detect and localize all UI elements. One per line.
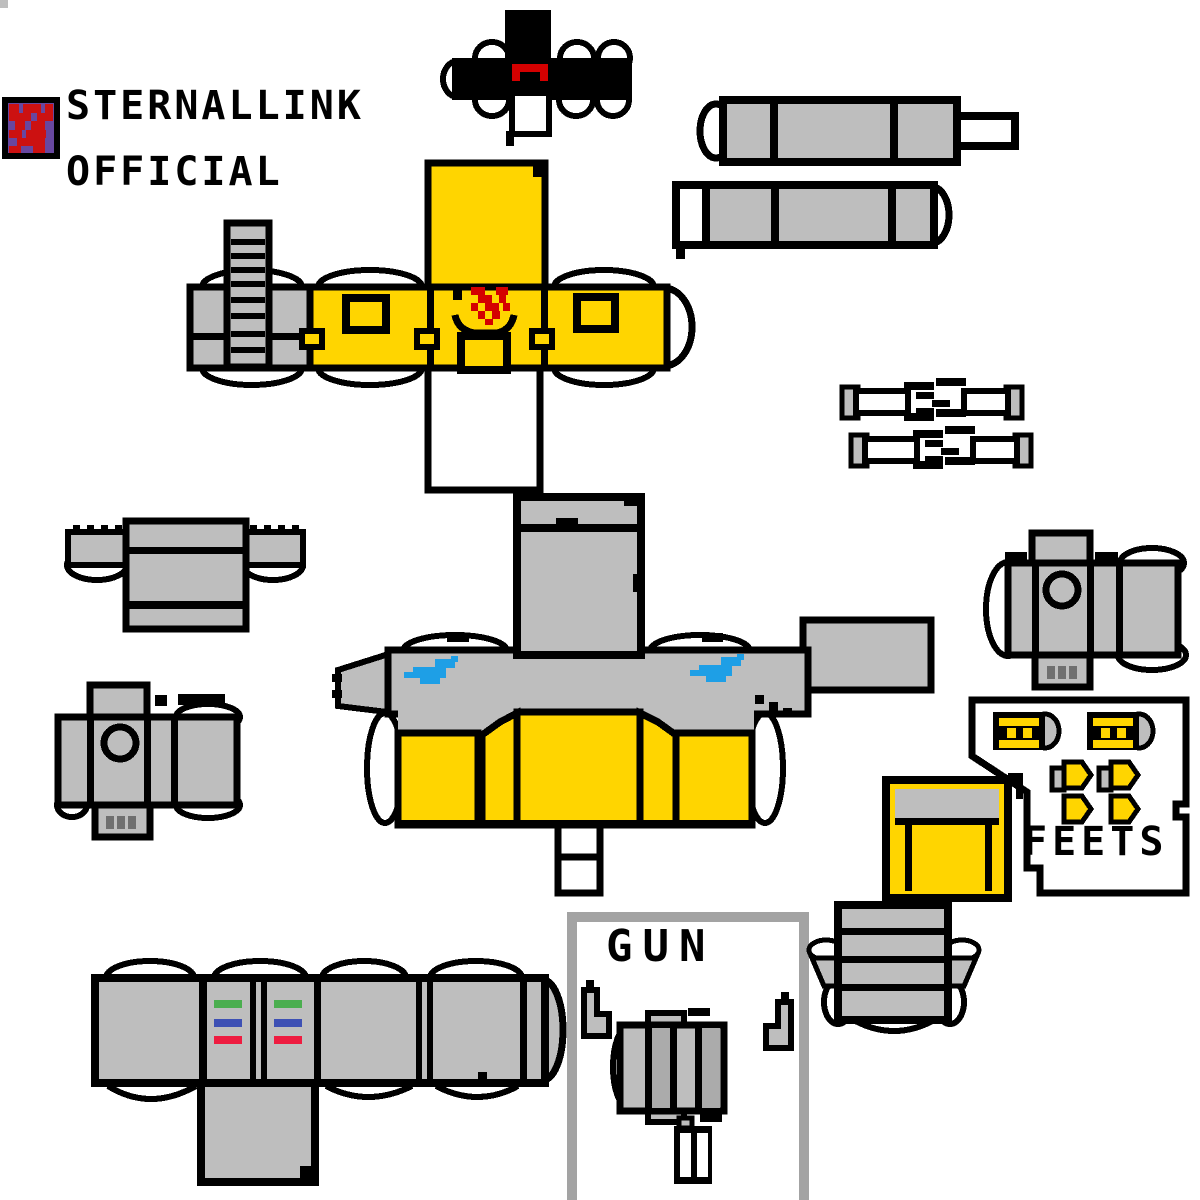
connector-bone-1 [839, 378, 1025, 421]
visor-mark [512, 64, 548, 81]
cube-circle-port [100, 723, 140, 763]
cube-template-left [54, 681, 243, 841]
brand-title-line1: STERNALLINK [66, 83, 364, 129]
panel-window-right [573, 293, 619, 333]
ladder-strip [223, 219, 273, 371]
legs-side-panel [799, 616, 935, 694]
gun-box [567, 912, 809, 1200]
shoulder-template-piece [64, 517, 306, 633]
foot-piece-horizontal-1 [993, 711, 1062, 751]
chest-hatch [457, 332, 511, 374]
feets-box-label: FEETS [1023, 819, 1169, 865]
gun-slot-piece [674, 1115, 712, 1184]
gun-grip-left [581, 980, 612, 1039]
paint-splotch-right [690, 654, 744, 682]
foot-piece-vertical-2 [1096, 759, 1142, 825]
gun-barrel-cylinder [610, 1008, 728, 1125]
brand-title-line2: OFFICIAL [66, 149, 283, 195]
cannon-muzzle-tab [953, 112, 1019, 150]
torso-template-piece [186, 159, 696, 494]
arm-strip-template [91, 958, 567, 1186]
legs-template-piece [332, 493, 935, 897]
legs-center-column [513, 493, 645, 659]
yellow-cube-piece [882, 773, 1023, 902]
foot-piece-horizontal-2 [1087, 711, 1156, 751]
brand-title: STERNALLINK OFFICIAL [66, 86, 364, 192]
arm-strip-column [197, 1079, 319, 1186]
panel-window-left [342, 294, 390, 334]
gun-grip-right [763, 992, 794, 1051]
color-stripes-2 [274, 1000, 302, 1044]
color-stripes-1 [214, 1000, 242, 1044]
feets-box [968, 696, 1190, 897]
cannon-piece-top [696, 96, 1019, 166]
head-template-piece [440, 10, 633, 146]
stacked-template-piece [806, 901, 982, 1034]
torso-bottom-flap [424, 364, 544, 494]
paint-splotch-left [404, 656, 458, 684]
connector-bone-2 [848, 426, 1034, 469]
corner-pixel [0, 0, 8, 8]
head-top-tab [505, 10, 551, 58]
brand-logo-icon [2, 97, 60, 159]
head-neck-tab [509, 90, 552, 137]
torso-top-flap [424, 159, 549, 293]
chest-emblem [471, 287, 510, 325]
foot-piece-vertical-1 [1049, 759, 1095, 825]
cube-circle-port [1042, 570, 1082, 610]
gun-box-label: GUN [606, 921, 716, 972]
cube-template-right [983, 529, 1189, 691]
cannon-piece-bottom [672, 181, 953, 259]
